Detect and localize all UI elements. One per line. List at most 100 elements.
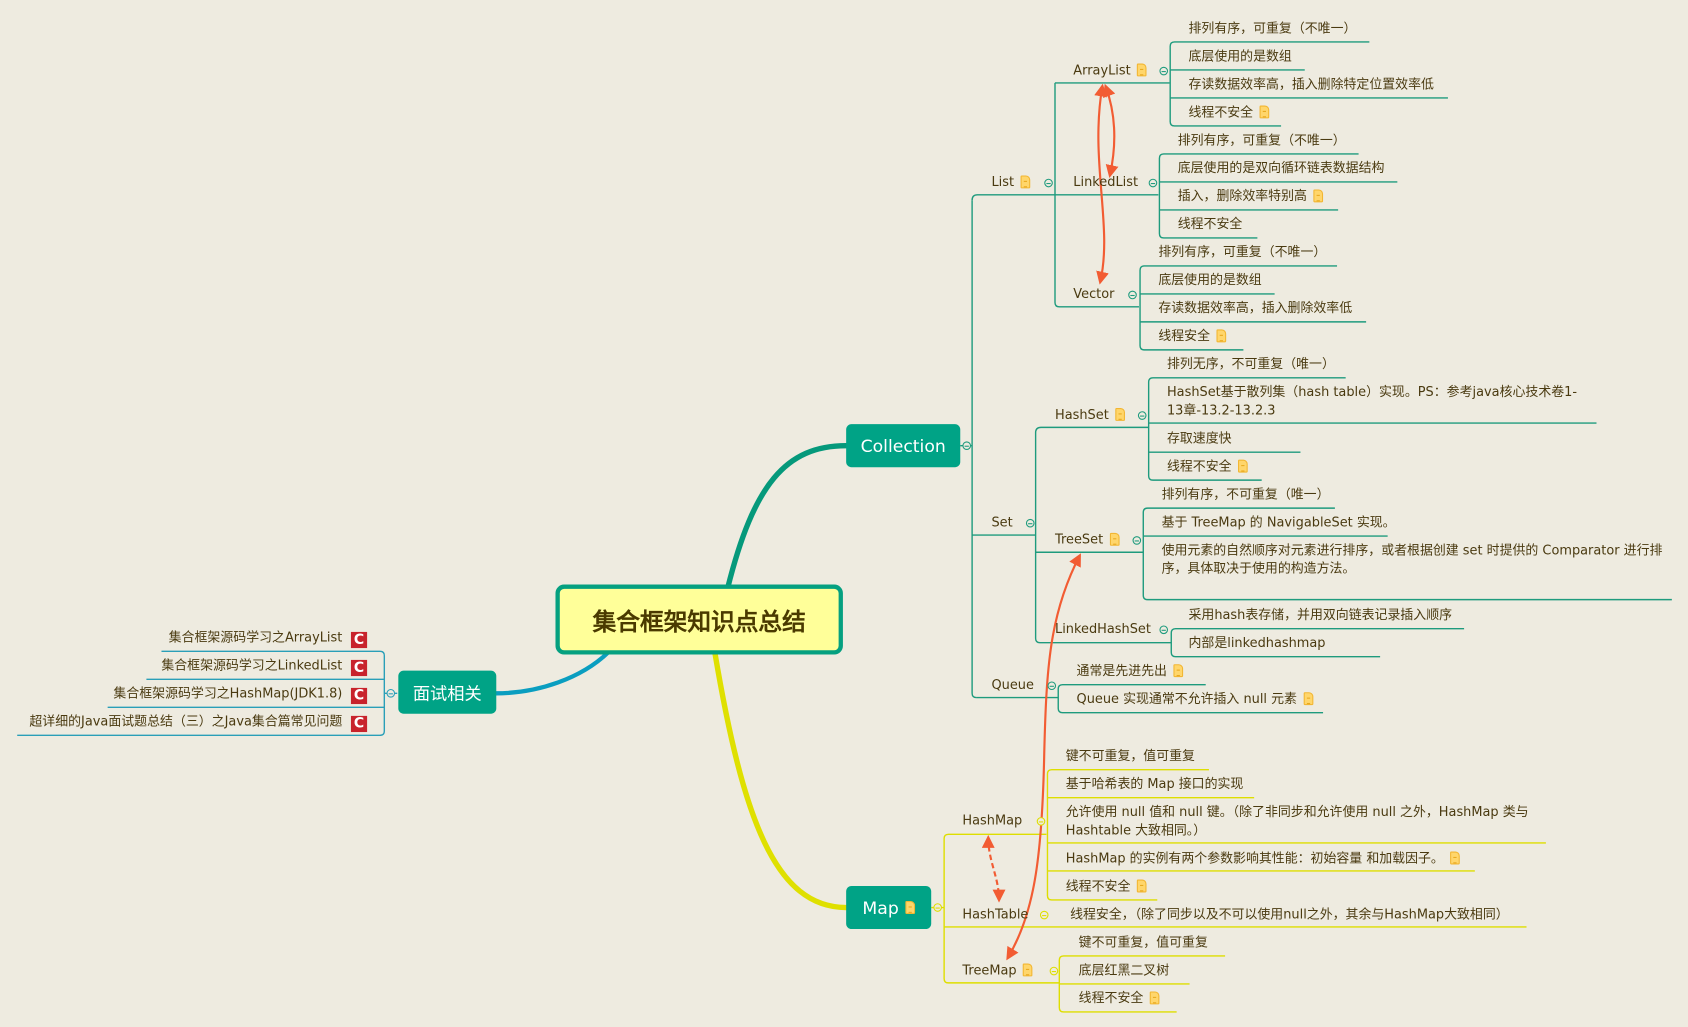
node-hashtable[interactable]: HashTable <box>962 906 1029 922</box>
leaf[interactable]: 采用hash表存储，并用双向链表记录插入顺序 <box>1188 607 1453 623</box>
collapse-toggle[interactable] <box>1025 518 1035 528</box>
note-icon[interactable] <box>1450 851 1460 865</box>
csdn-link-icon[interactable]: C <box>350 715 368 733</box>
link-text: 集合框架源码学习之ArrayList <box>168 629 343 645</box>
leaf[interactable]: 排列有序，可重复（不唯一） <box>1158 244 1327 260</box>
leaf[interactable]: HashMap 的实例有两个参数影响其性能：初始容量 和加载因子。 <box>1066 849 1460 867</box>
topic-label: Map <box>862 897 899 918</box>
collapse-toggle[interactable] <box>1148 178 1158 188</box>
node-treeset[interactable]: TreeSet <box>1054 531 1120 549</box>
leaf-text: 线程不安全 <box>1166 458 1232 474</box>
leaf[interactable]: HashSet基于散列集（hash table）实现。PS：参考java核心技术… <box>1166 384 1578 418</box>
collapse-toggle[interactable] <box>1039 910 1049 920</box>
node-hashset[interactable]: HashSet <box>1055 406 1125 424</box>
node-set[interactable]: Set <box>991 514 1013 530</box>
leaf[interactable]: 存读数据效率高，插入删除效率低 <box>1158 300 1353 316</box>
leaf[interactable]: 底层使用的是双向循环链表数据结构 <box>1177 160 1385 176</box>
leaf[interactable]: 允许使用 null 值和 null 键。（除了非同步和允许使用 null 之外，… <box>1065 804 1529 838</box>
leaf[interactable]: 键不可重复，值可重复 <box>1078 934 1208 950</box>
collapse-toggle[interactable] <box>1159 66 1169 76</box>
collapse-toggle[interactable] <box>1047 681 1057 691</box>
leaf[interactable]: 基于 TreeMap 的 NavigableSet 实现。 <box>1161 514 1396 530</box>
node-list[interactable]: List <box>991 173 1031 191</box>
relation-hashmap-hashtable <box>981 834 1006 903</box>
leaf-text: 线程不安全 <box>1188 104 1254 120</box>
leaf[interactable]: 内部是linkedhashmap <box>1188 635 1326 651</box>
leaf[interactable]: 排列无序，不可重复（唯一） <box>1166 356 1335 372</box>
link-item[interactable]: 集合框架源码学习之ArrayList C <box>168 629 368 649</box>
leaf[interactable]: 线程不安全 <box>1167 458 1248 476</box>
link-item[interactable]: 集合框架源码学习之HashMap(JDK1.8) C <box>113 685 368 705</box>
leaf[interactable]: 排列有序，不可重复（唯一） <box>1161 486 1330 502</box>
collapse-toggle[interactable] <box>962 441 972 450</box>
node-vector[interactable]: Vector <box>1073 286 1115 302</box>
node-arraylist[interactable]: ArrayList <box>1073 61 1147 79</box>
leaf[interactable]: 通常是先进先出 <box>1077 662 1184 680</box>
node-hashmap[interactable]: HashMap <box>962 812 1023 828</box>
collapse-toggle[interactable] <box>386 688 396 698</box>
topic-label: Collection <box>860 435 946 456</box>
leaf-text: Queue 实现通常不允许插入 null 元素 <box>1076 691 1297 707</box>
leaf[interactable]: 线程不安全 <box>1079 989 1160 1007</box>
leaf[interactable]: 线程不安全 <box>1188 103 1270 121</box>
leaf-text: 线程不安全 <box>1065 878 1131 894</box>
leaf[interactable]: 插入，删除效率特别高 <box>1178 187 1324 205</box>
topic-collection[interactable]: Collection <box>846 424 961 468</box>
leaf[interactable]: 排列有序，可重复（不唯一） <box>1177 132 1346 148</box>
collapse-toggle[interactable] <box>1049 966 1059 976</box>
leaf[interactable]: Queue 实现通常不允许插入 null 元素 <box>1077 690 1314 708</box>
collapse-toggle[interactable] <box>1159 625 1169 635</box>
leaf[interactable]: 线程不安全 <box>1177 216 1243 232</box>
note-icon[interactable] <box>1115 408 1125 421</box>
csdn-link-icon[interactable]: C <box>350 631 368 649</box>
node-linkedlist[interactable]: LinkedList <box>1073 174 1139 190</box>
node-linkedhashset[interactable]: LinkedHashSet <box>1054 621 1151 637</box>
note-icon[interactable] <box>1216 329 1227 343</box>
leaf[interactable]: 线程不安全 <box>1066 877 1147 895</box>
root-topic[interactable]: 集合框架知识点总结 <box>555 584 843 655</box>
leaf[interactable]: 存读数据效率高，插入删除特定位置效率低 <box>1188 76 1434 92</box>
node-label: TreeSet <box>1054 531 1104 547</box>
note-icon[interactable] <box>1238 459 1248 473</box>
note-icon[interactable] <box>1109 532 1120 546</box>
collapse-toggle[interactable] <box>1044 178 1053 188</box>
leaf[interactable]: 键不可重复，值可重复 <box>1065 748 1195 764</box>
csdn-link-icon[interactable]: C <box>350 659 368 677</box>
note-icon[interactable] <box>1020 175 1031 189</box>
leaf[interactable]: 排列有序，可重复（不唯一） <box>1188 20 1357 36</box>
note-icon[interactable] <box>1303 692 1314 706</box>
note-icon[interactable] <box>1149 991 1160 1005</box>
note-icon[interactable] <box>1259 105 1270 119</box>
collapse-toggle[interactable] <box>1128 290 1137 300</box>
leaf[interactable]: 基于哈希表的 Map 接口的实现 <box>1065 776 1244 792</box>
link-text: 集合框架源码学习之HashMap(JDK1.8) <box>113 685 343 701</box>
leaf[interactable]: 底层使用的是数组 <box>1188 48 1292 64</box>
leaf[interactable]: 线程安全，（除了同步以及不可以使用null之外，其余与HashMap大致相同） <box>1070 906 1509 922</box>
node-queue[interactable]: Queue <box>991 677 1034 693</box>
note-icon[interactable] <box>1137 63 1147 77</box>
node-label: TreeMap <box>962 962 1017 978</box>
leaf[interactable]: 底层使用的是数组 <box>1158 272 1262 288</box>
collapse-toggle[interactable] <box>1137 411 1147 420</box>
csdn-link-icon[interactable]: C <box>350 687 368 705</box>
leaf-text: 线程安全 <box>1158 328 1211 344</box>
note-icon[interactable] <box>1023 963 1033 977</box>
node-treemap[interactable]: TreeMap <box>962 961 1033 979</box>
leaf[interactable]: 存取速度快 <box>1166 430 1232 446</box>
collapse-toggle[interactable] <box>1132 536 1142 545</box>
leaf[interactable]: 使用元素的自然顺序对元素进行排序，或者根据创建 set 时提供的 Compara… <box>1161 542 1663 576</box>
note-icon[interactable] <box>1313 189 1324 203</box>
leaf[interactable]: 底层红黑二叉树 <box>1078 962 1170 978</box>
note-icon[interactable] <box>1136 879 1147 893</box>
note-icon[interactable] <box>1173 664 1184 678</box>
relation-arraylist-vector <box>1094 83 1109 285</box>
topic-interview[interactable]: 面试相关 <box>398 670 497 714</box>
leaf[interactable]: 线程安全 <box>1158 327 1227 345</box>
node-label: HashSet <box>1054 406 1109 422</box>
collapse-toggle[interactable] <box>933 903 942 912</box>
collapse-toggle[interactable] <box>1036 817 1046 826</box>
note-icon[interactable] <box>905 901 915 914</box>
topic-map[interactable]: Map <box>846 885 932 930</box>
